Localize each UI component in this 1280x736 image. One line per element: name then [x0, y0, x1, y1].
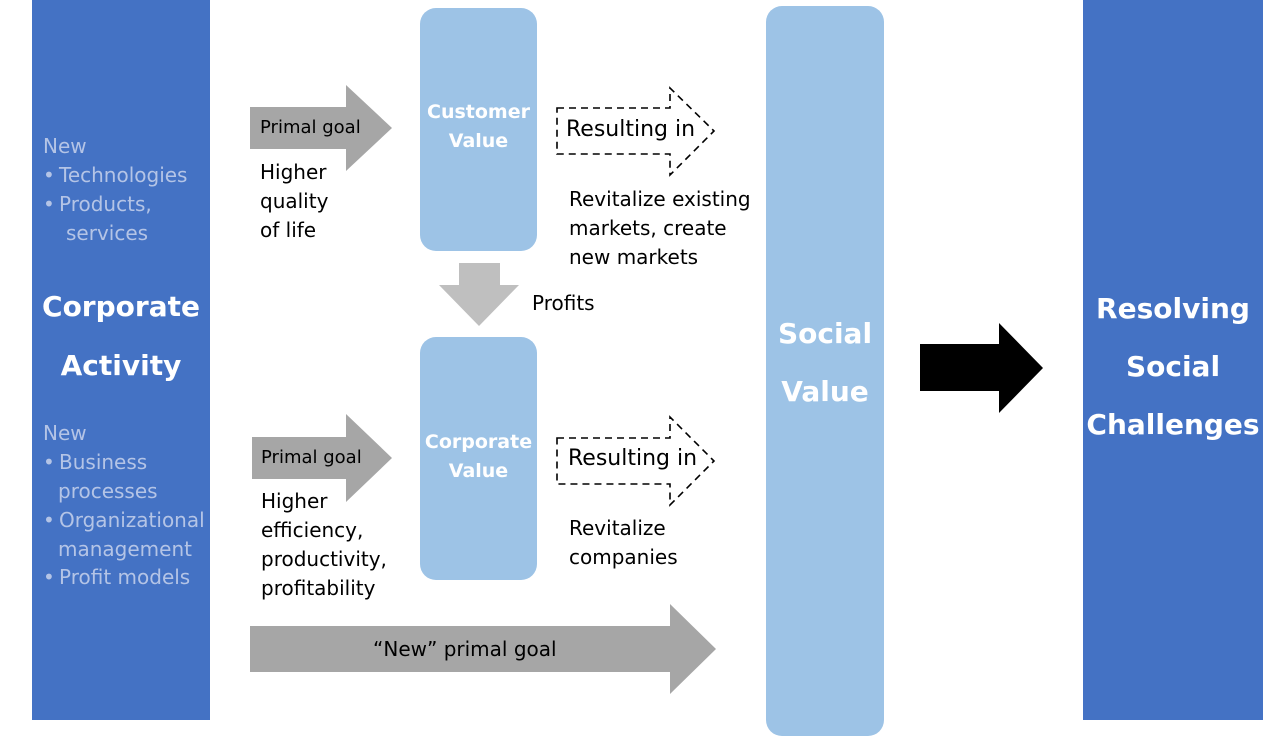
corporate-goal-line3: productivity, — [261, 547, 387, 571]
customer-primal-goal-label: Primal goal — [260, 117, 361, 138]
biz-item-management: management — [58, 537, 192, 561]
corporate-value-label-line1: Corporate — [424, 431, 533, 453]
corporate-primal-goal-arrow — [252, 414, 392, 502]
new-technologies-heading: New — [43, 134, 87, 158]
tech-item-products: •Products, — [43, 192, 152, 216]
corporate-activity-title-line1: Corporate — [42, 290, 200, 323]
new-primal-goal-label: “New” primal goal — [373, 637, 557, 661]
corporate-activity-panel — [32, 0, 210, 720]
customer-value-box — [420, 8, 537, 251]
biz-item-organizational: •Organizational — [43, 508, 205, 532]
customer-value-label-line2: Value — [448, 130, 509, 152]
corporate-result-line1: Revitalize — [569, 516, 666, 540]
customer-primal-goal-arrow — [250, 85, 392, 171]
customer-result-line2: markets, create — [569, 216, 727, 240]
biz-item-profit-models: •Profit models — [43, 565, 191, 589]
customer-value-label-line1: Customer — [427, 101, 530, 123]
resolving-label-line1: Resolving — [1096, 292, 1250, 325]
corporate-result-line2: companies — [569, 545, 678, 569]
customer-result-line3: new markets — [569, 245, 699, 269]
corporate-goal-line4: profitability — [261, 576, 376, 600]
customer-resulting-label: Resulting in — [566, 117, 696, 142]
corporate-goal-line1: Higher — [261, 489, 328, 513]
customer-goal-line2: quality — [260, 189, 329, 213]
corporate-resulting-label: Resulting in — [568, 446, 698, 471]
corporate-value-label-line2: Value — [448, 460, 509, 482]
corporate-value-box — [420, 337, 537, 580]
resolving-social-challenges-panel — [1083, 0, 1263, 720]
social-value-label-line2: Value — [781, 375, 869, 408]
diagram-arrows — [250, 85, 1043, 694]
customer-goal-line3: of life — [260, 218, 317, 242]
social-value-box — [766, 6, 884, 736]
biz-item-processes: processes — [58, 479, 158, 503]
corporate-resulting-dashed-arrow — [556, 415, 716, 507]
tech-item-technologies: •Technologies — [43, 163, 188, 187]
profits-label: Profits — [532, 291, 595, 315]
social-value-label-line1: Social — [777, 317, 873, 350]
profits-down-arrow — [439, 263, 519, 326]
customer-goal-line1: Higher — [260, 160, 327, 184]
corporate-primal-goal-label: Primal goal — [261, 447, 362, 468]
biz-item-business: •Business — [43, 450, 148, 474]
black-arrow-to-resolving — [920, 323, 1043, 413]
customer-resulting-dashed-arrow — [556, 86, 716, 177]
resolving-label-line3: Challenges — [1086, 408, 1260, 441]
new-business-heading: New — [43, 421, 87, 445]
customer-result-line1: Revitalize existing — [569, 187, 751, 211]
corporate-goal-line2: efficiency, — [261, 518, 364, 542]
new-primal-goal-arrow — [250, 604, 716, 694]
corporate-activity-title-line2: Activity — [60, 349, 182, 382]
resolving-label-line2: Social — [1125, 350, 1221, 383]
tech-item-services: services — [66, 221, 149, 245]
